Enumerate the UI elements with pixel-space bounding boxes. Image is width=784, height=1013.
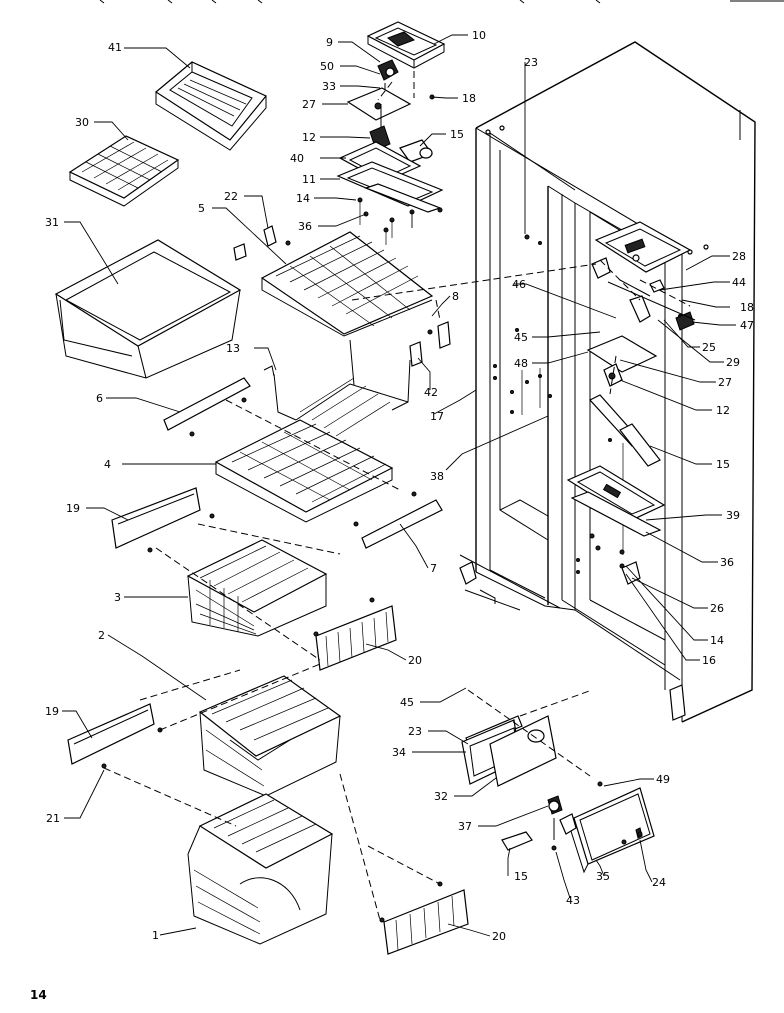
- control-bracket-right: [586, 335, 661, 555]
- callout-32: 32: [434, 790, 448, 803]
- callout-39: 39: [726, 509, 740, 522]
- freezer-wire-frame: [263, 339, 411, 437]
- callout-26: 26: [710, 602, 724, 615]
- callout-47: 47: [740, 319, 754, 332]
- callout-31: 31: [45, 216, 59, 229]
- callout-43: 43: [566, 894, 580, 907]
- callout-20-lower: 20: [492, 930, 506, 943]
- callout-23-lower: 23: [408, 725, 422, 738]
- callout-45-lower: 45: [400, 696, 414, 709]
- ice-bucket: [154, 61, 267, 151]
- callout-12-right: 12: [716, 404, 730, 417]
- freezer-basket-middle: [198, 675, 342, 797]
- callout-38: 38: [430, 470, 444, 483]
- callout-50: 50: [320, 60, 334, 73]
- callout-18-right: 18: [740, 301, 754, 314]
- freezer-basket-lower: [187, 793, 334, 945]
- callout-12-upper: 12: [302, 131, 316, 144]
- callout-15-right: 15: [716, 458, 730, 471]
- callout-46: 46: [512, 278, 526, 291]
- callout-16: 16: [702, 654, 716, 667]
- callout-9: 9: [326, 36, 333, 49]
- callout-29: 29: [726, 356, 740, 369]
- callout-36-upper: 36: [298, 220, 312, 233]
- leader-lines: [62, 34, 736, 937]
- callout-11: 11: [302, 173, 316, 186]
- callout-42: 42: [424, 386, 438, 399]
- callout-19-lower: 19: [45, 705, 59, 718]
- callout-5: 5: [198, 202, 205, 215]
- callout-40: 40: [290, 152, 304, 165]
- callout-36-right: 36: [720, 556, 734, 569]
- callout-27-upper: 27: [302, 98, 316, 111]
- alignment-lines: [103, 60, 691, 921]
- callout-24: 24: [652, 876, 666, 889]
- callout-1: 1: [152, 929, 159, 942]
- freezer-shelf-upper: [233, 225, 451, 367]
- callout-49: 49: [656, 773, 670, 786]
- callout-22: 22: [224, 190, 238, 203]
- callout-21: 21: [46, 812, 60, 825]
- callout-3: 3: [114, 591, 121, 604]
- air-duct-lower-right: [566, 465, 666, 585]
- top-edge-marks: [99, 0, 784, 4]
- page-number: 14: [30, 988, 47, 1002]
- callout-labels: 41 30 31 22 5 13 6 4 19 3 2 19 21 1 9 50…: [45, 29, 754, 943]
- callout-15-lower: 15: [514, 870, 528, 883]
- callout-8: 8: [452, 290, 459, 303]
- callout-15-upper: 15: [450, 128, 464, 141]
- basket-rail-upper: [111, 487, 215, 553]
- callout-6: 6: [96, 392, 103, 405]
- callout-14-upper: 14: [296, 192, 310, 205]
- callout-4: 4: [104, 458, 111, 471]
- callout-27-right: 27: [718, 376, 732, 389]
- callout-37: 37: [458, 820, 472, 833]
- ice-tray: [68, 135, 180, 207]
- freezer-control-assembly: [336, 21, 446, 245]
- callout-14-right: 14: [710, 634, 724, 647]
- air-duct-cover-upper: [591, 221, 696, 331]
- callout-48: 48: [514, 357, 528, 370]
- basket-front-lower: [379, 881, 469, 955]
- callout-18-upper: 18: [462, 92, 476, 105]
- callout-13: 13: [226, 342, 240, 355]
- freezer-pan: [54, 239, 242, 379]
- callout-41: 41: [108, 41, 122, 54]
- freezer-basket-upper: [186, 539, 328, 637]
- basket-rail-lower: [67, 703, 163, 769]
- shelf-rail-right: [353, 491, 443, 549]
- callout-23-upper: 23: [524, 56, 538, 69]
- callout-25: 25: [702, 341, 716, 354]
- callout-10: 10: [472, 29, 486, 42]
- callout-7: 7: [430, 562, 437, 575]
- callout-35: 35: [596, 870, 610, 883]
- callout-45-upper: 45: [514, 331, 528, 344]
- callout-30: 30: [75, 116, 89, 129]
- callout-20-upper: 20: [408, 654, 422, 667]
- callout-28: 28: [732, 250, 746, 263]
- callout-19-upper: 19: [66, 502, 80, 515]
- callout-2: 2: [98, 629, 105, 642]
- basket-front-upper: [313, 597, 397, 671]
- light-housing-assembly: [461, 715, 655, 874]
- shelf-rail-left: [163, 377, 251, 437]
- callout-17: 17: [430, 410, 444, 423]
- callout-34: 34: [392, 746, 406, 759]
- callout-33: 33: [322, 80, 336, 93]
- freezer-shelf-lower: [214, 419, 394, 523]
- callout-44: 44: [732, 276, 746, 289]
